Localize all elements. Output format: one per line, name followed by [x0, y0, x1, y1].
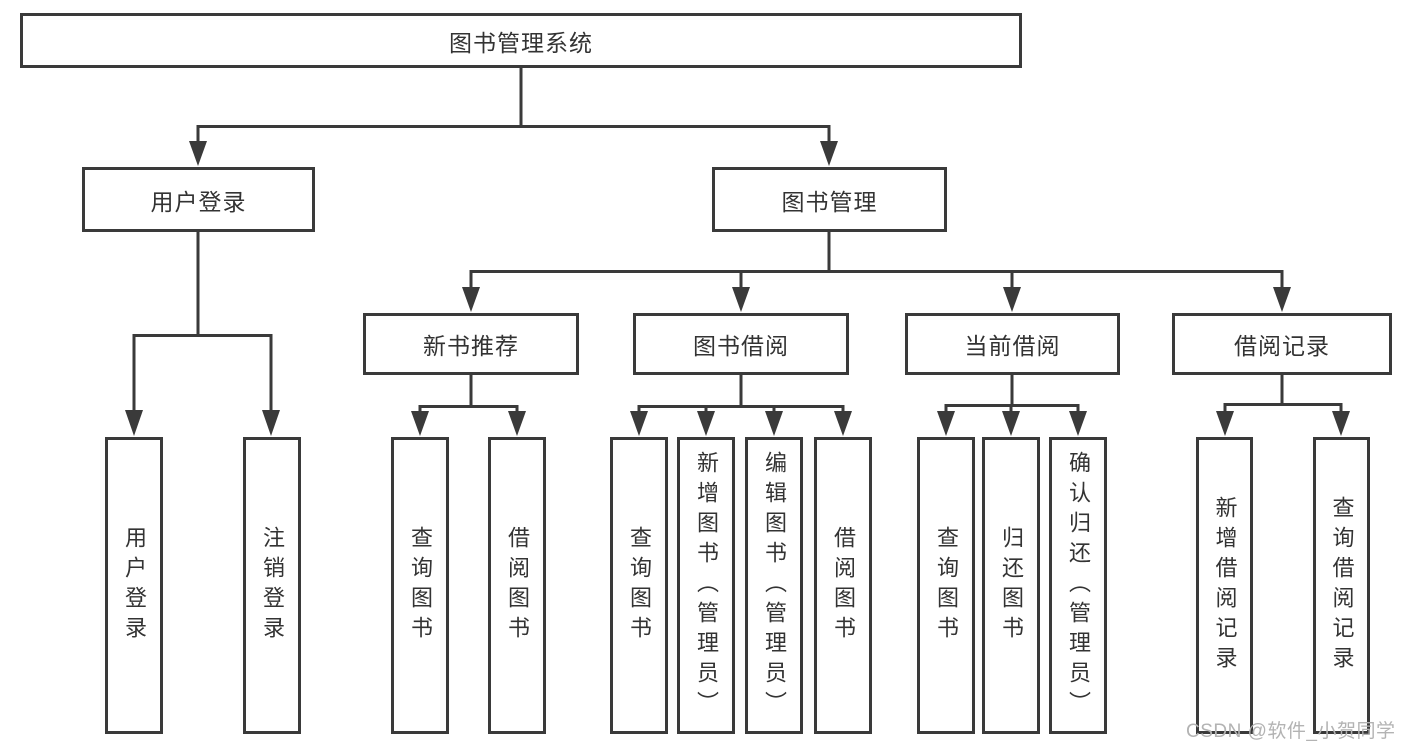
leaf-add-borrow-record: 新增借阅记录	[1196, 437, 1253, 734]
leaf-confirm-return-admin: 确认归还（管理员）	[1049, 437, 1107, 734]
leaf-return-book: 归还图书	[982, 437, 1040, 734]
csdn-watermark: CSDN @软件_小贺同学	[1186, 721, 1396, 742]
leaf-query-books-recommend: 查询图书	[391, 437, 449, 734]
leaf-borrow-books: 借阅图书	[814, 437, 872, 734]
node-new-book-recommend: 新书推荐	[363, 313, 579, 375]
node-current-borrow: 当前借阅	[905, 313, 1120, 375]
leaf-query-borrow-record: 查询借阅记录	[1313, 437, 1370, 734]
leaf-query-books-current: 查询图书	[917, 437, 975, 734]
leaf-query-books-borrow: 查询图书	[610, 437, 668, 734]
arrowheads	[125, 141, 1350, 436]
node-borrow-records: 借阅记录	[1172, 313, 1392, 375]
node-user-login: 用户登录	[82, 167, 315, 232]
leaf-user-login: 用户登录	[105, 437, 163, 734]
leaf-add-book-admin: 新增图书（管理员）	[677, 437, 735, 734]
node-root-library-system: 图书管理系统	[20, 13, 1022, 68]
leaf-borrow-books-recommend: 借阅图书	[488, 437, 546, 734]
leaf-logout: 注销登录	[243, 437, 301, 734]
node-book-management: 图书管理	[712, 167, 947, 232]
node-book-borrow: 图书借阅	[633, 313, 849, 375]
leaf-edit-book-admin: 编辑图书（管理员）	[745, 437, 803, 734]
